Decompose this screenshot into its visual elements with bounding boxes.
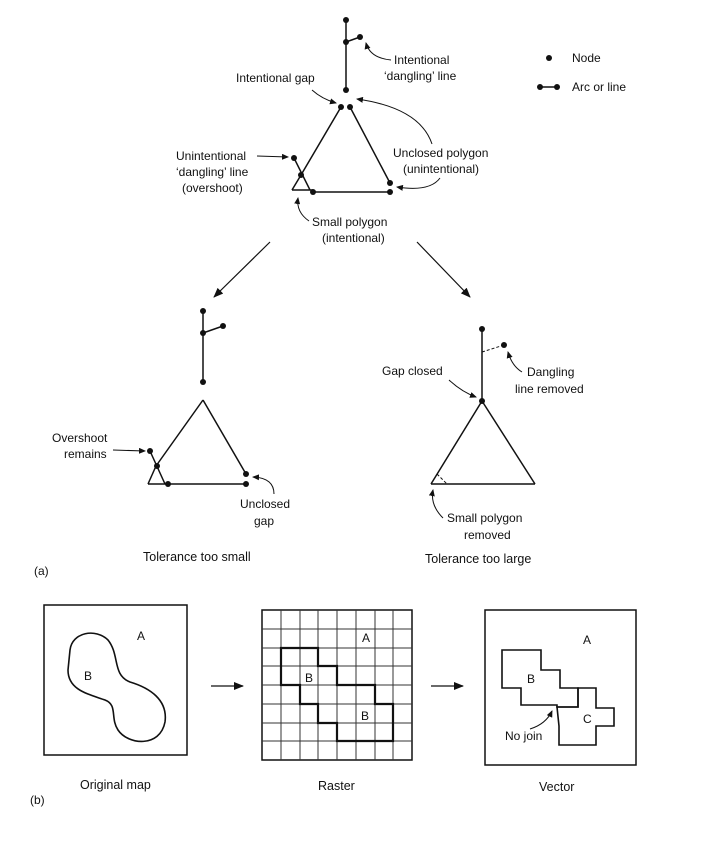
svg-text:B: B xyxy=(305,671,313,685)
right-result-nodes xyxy=(479,326,507,404)
left-result-nodes xyxy=(147,308,249,487)
vector-polygon-c xyxy=(556,687,615,746)
caption-vector: Vector xyxy=(539,780,574,794)
svg-text:B: B xyxy=(361,709,369,723)
svg-text:Small polygon: Small polygon xyxy=(447,511,522,525)
no-join-label: No join xyxy=(505,729,542,743)
legend-node-symbol xyxy=(546,55,552,61)
svg-text:B: B xyxy=(527,672,535,686)
caption-tolerance-too-small: Tolerance too small xyxy=(143,550,251,564)
label-small-polygon: Small polygon (intentional) xyxy=(294,197,387,245)
svg-text:Small polygon: Small polygon xyxy=(312,215,387,229)
vector-polygon-b xyxy=(501,649,579,708)
legend-arc-symbol xyxy=(537,84,543,90)
svg-text:‘dangling’ line: ‘dangling’ line xyxy=(176,165,249,179)
label-unintentional-dangling: Unintentional ‘dangling’ line (overshoot… xyxy=(176,149,289,195)
svg-text:Gap closed: Gap closed xyxy=(382,364,443,378)
arrow-to-tolerance-too-large xyxy=(416,241,471,298)
caption-raster: Raster xyxy=(318,779,355,793)
label-gap-closed: Gap closed xyxy=(382,364,477,398)
svg-text:Dangling: Dangling xyxy=(527,365,574,379)
region-b-outline xyxy=(67,632,167,743)
svg-text:(intentional): (intentional) xyxy=(322,231,385,245)
svg-text:(unintentional): (unintentional) xyxy=(403,162,479,176)
arrow-to-tolerance-too-small xyxy=(213,241,271,298)
svg-text:gap: gap xyxy=(254,514,274,528)
legend-arc-label: Arc or line xyxy=(572,80,626,94)
svg-text:A: A xyxy=(137,629,145,643)
svg-text:Overshoot: Overshoot xyxy=(52,431,108,445)
svg-text:removed: removed xyxy=(464,528,511,542)
label-unclosed-gap: Unclosed gap xyxy=(240,474,290,528)
left-result-diagram xyxy=(147,311,247,485)
caption-tolerance-too-large: Tolerance too large xyxy=(425,552,531,566)
svg-text:‘dangling’ line: ‘dangling’ line xyxy=(384,69,457,83)
caption-original-map: Original map xyxy=(80,778,151,792)
label-unclosed-polygon: Unclosed polygon (unintentional) xyxy=(356,96,488,191)
right-result-diagram xyxy=(430,329,536,485)
svg-text:B: B xyxy=(84,669,92,683)
right-result-removed-features xyxy=(436,344,505,485)
svg-text:Intentional gap: Intentional gap xyxy=(236,71,315,85)
raster-panel: A B B xyxy=(261,609,413,761)
panel-b-label: (b) xyxy=(30,793,45,807)
label-small-polygon-removed: Small polygon removed xyxy=(428,489,522,542)
svg-text:remains: remains xyxy=(64,447,107,461)
top-nodes xyxy=(291,17,393,195)
svg-text:A: A xyxy=(583,633,591,647)
svg-text:(overshoot): (overshoot) xyxy=(182,181,243,195)
svg-text:line removed: line removed xyxy=(515,382,584,396)
svg-text:C: C xyxy=(583,712,592,726)
label-overshoot-remains: Overshoot remains xyxy=(52,431,146,461)
raster-region-b-outline xyxy=(279,646,395,743)
svg-text:Unclosed: Unclosed xyxy=(240,497,290,511)
vector-panel: A B C No join xyxy=(484,609,637,766)
label-dangling-removed: Dangling line removed xyxy=(506,351,584,396)
legend: Node Arc or line xyxy=(537,51,626,94)
original-map-panel: A B xyxy=(43,604,188,756)
svg-text:Unclosed polygon: Unclosed polygon xyxy=(393,146,488,160)
svg-text:Unintentional: Unintentional xyxy=(176,149,246,163)
label-intentional-dangling: Intentional ‘dangling’ line xyxy=(364,42,457,83)
legend-node-label: Node xyxy=(572,51,601,65)
svg-text:Intentional: Intentional xyxy=(394,53,449,67)
svg-text:A: A xyxy=(362,631,370,645)
panel-a-label: (a) xyxy=(34,564,49,578)
label-intentional-gap: Intentional gap xyxy=(236,71,337,105)
